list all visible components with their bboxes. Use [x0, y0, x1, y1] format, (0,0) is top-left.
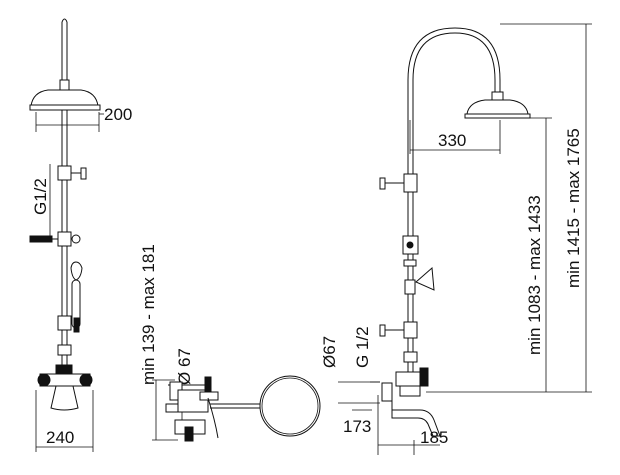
- side-view: min 139 - max 181 Ø 67: [139, 244, 321, 442]
- dim-head-diameter-front: 200: [104, 105, 132, 124]
- shower-head-front: [30, 89, 99, 107]
- dim-height-range-2: min 1415 - max 1765: [564, 128, 583, 288]
- dim-diameter-right: Ø67: [320, 336, 339, 368]
- right-view: 330 Ø67 G 1/2 173: [320, 23, 592, 455]
- dim-spout-depth: 173: [343, 417, 371, 436]
- hand-shower-front: [70, 261, 83, 281]
- dim-thread-front: G1/2: [31, 178, 50, 215]
- dim-arm-reach: 330: [438, 131, 466, 150]
- dim-diameter-side: Ø 67: [175, 348, 194, 385]
- dim-width-front: 240: [46, 428, 74, 447]
- dim-thread-right: G 1/2: [353, 326, 372, 368]
- front-view: 200 G1/2 240: [29, 18, 132, 452]
- dim-height-range-side: min 139 - max 181: [139, 244, 158, 385]
- shower-head-side: [466, 99, 529, 115]
- dim-spout-reach: 185: [420, 428, 448, 447]
- shower-head-top: [259, 375, 321, 437]
- dim-height-range-1: min 1083 - max 1433: [525, 195, 544, 355]
